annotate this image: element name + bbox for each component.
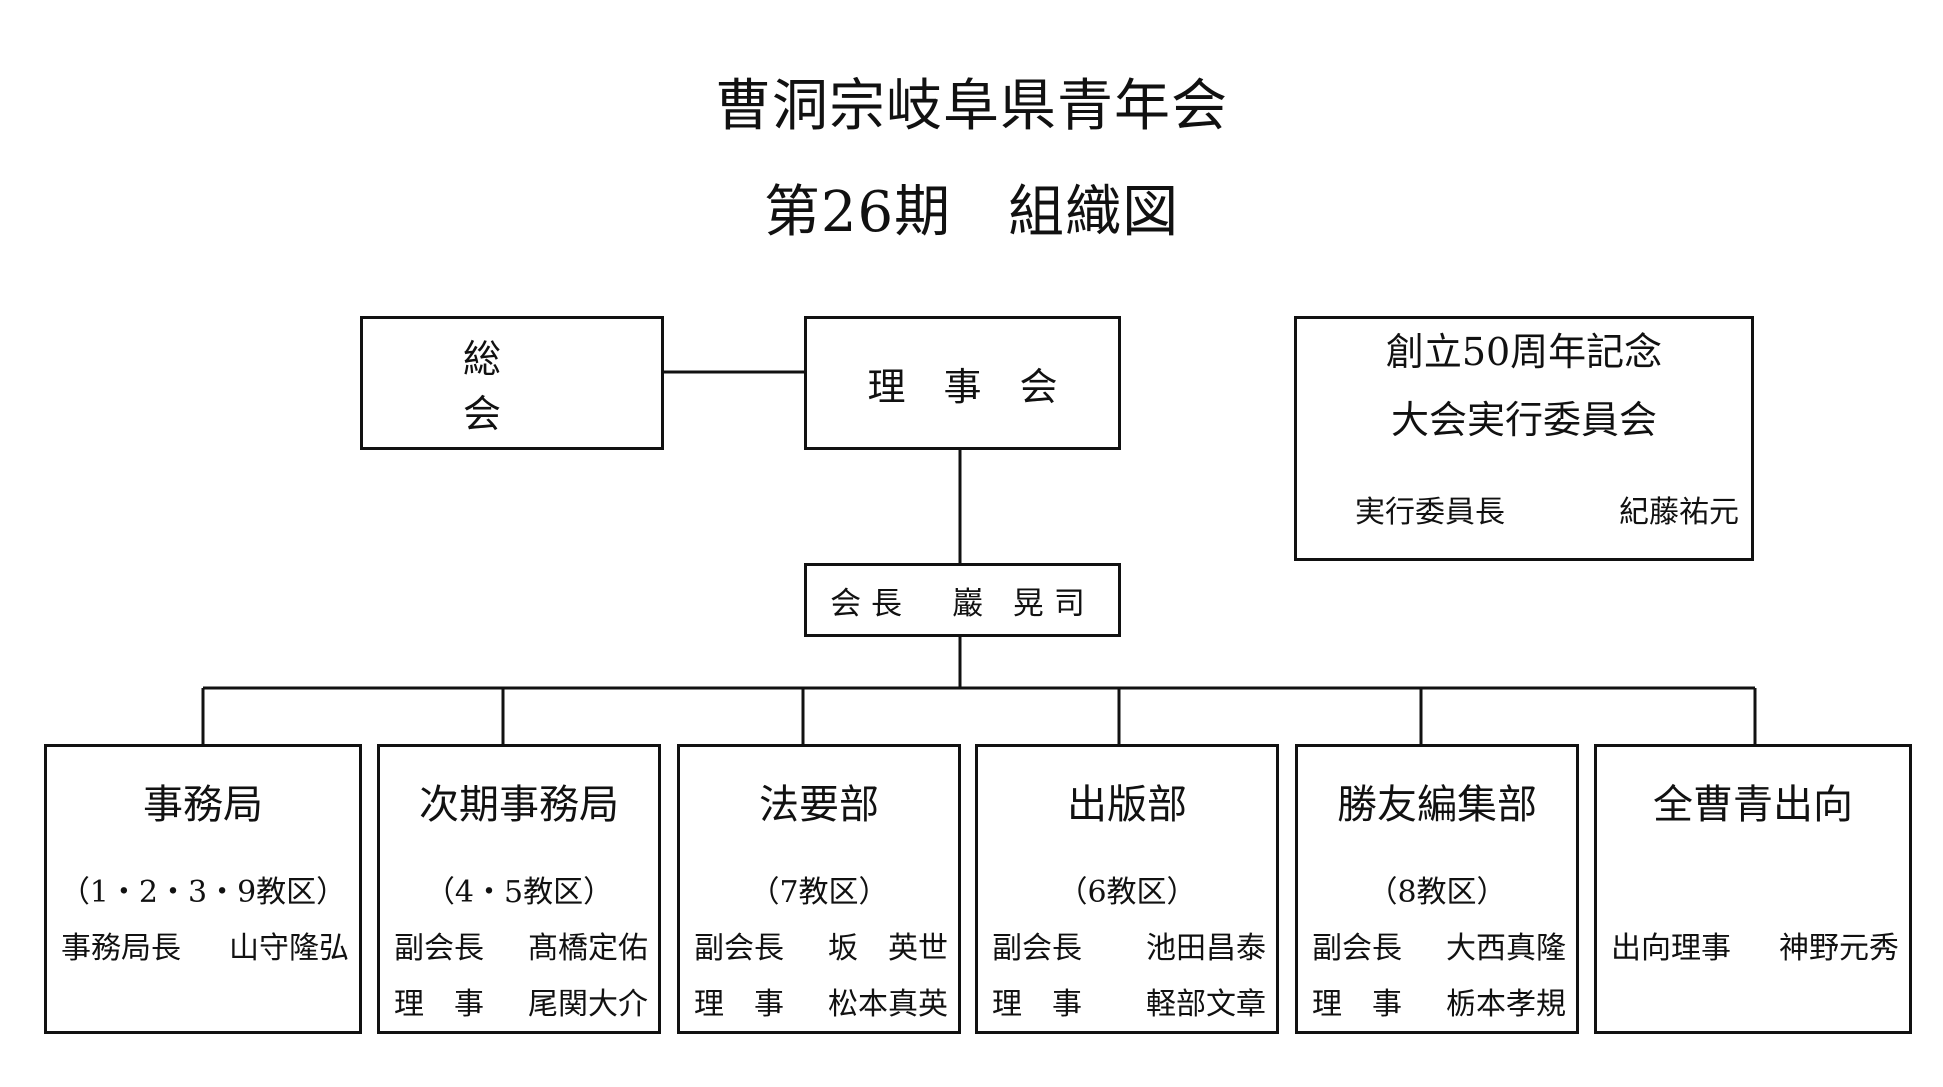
member-role: 副会長 [394,931,484,966]
member-name: 栃本孝規 [1446,987,1566,1022]
member-name: 坂 英世 [828,931,948,966]
anniversary-committee-box: 創立50周年記念 大会実行委員会 実行委員長 紀藤祐元 [1294,316,1754,561]
department-member-row: 理 事 尾関大介 [380,985,658,1025]
department-name: 出版部 [1067,782,1187,828]
department-box: 法要部 （7教区） 副会長 坂 英世 理 事 松本真英 [677,744,961,1034]
department-member-row: 副会長 髙橋定佑 [380,929,658,969]
member-role: 副会長 [992,931,1082,966]
member-role: 理 事 [694,987,784,1022]
member-role: 事務局長 [61,931,181,966]
member-role: 出向理事 [1611,931,1731,966]
page-title: 曹洞宗岐阜県青年会 [715,74,1228,139]
committee-chair-name: 紀藤祐元 [1619,495,1739,530]
department-member-row: 副会長 坂 英世 [680,929,958,969]
member-role: 副会長 [694,931,784,966]
department-box: 全曹青出向 出向理事 神野元秀 [1594,744,1912,1034]
department-districts: （1・2・3・9教区） [59,875,347,910]
department-member-row: 理 事 軽部文章 [978,985,1276,1025]
department-name: 法要部 [759,782,879,828]
member-name: 神野元秀 [1779,931,1899,966]
department-name: 全曹青出向 [1653,782,1853,828]
department-member-row: 副会長 池田昌泰 [978,929,1276,969]
member-name: 大西真隆 [1446,931,1566,966]
department-box: 次期事務局 （4・5教区） 副会長 髙橋定佑 理 事 尾関大介 [377,744,661,1034]
member-name: 池田昌泰 [1146,931,1266,966]
department-name: 次期事務局 [419,782,619,828]
department-box: 勝友編集部 （8教区） 副会長 大西真隆 理 事 栃本孝規 [1295,744,1579,1034]
department-member-row: 出向理事 神野元秀 [1597,929,1909,969]
member-name: 山守隆弘 [229,931,349,966]
member-name: 髙橋定佑 [528,931,648,966]
committee-title-line1: 創立50周年記念 [1385,330,1663,374]
member-name: 尾関大介 [528,987,648,1022]
department-districts: （4・5教区） [424,875,614,910]
member-role: 副会長 [1312,931,1402,966]
board-box: 理事会 [804,316,1121,450]
president-name: 巖 晃司 [952,585,1095,622]
general-assembly-label: 総会 [463,337,602,436]
member-role: 理 事 [394,987,484,1022]
committee-title-line2: 大会実行委員会 [1390,398,1657,442]
department-box: 事務局 （1・2・3・9教区） 事務局長 山守隆弘 [44,744,362,1034]
department-name: 事務局 [143,782,263,828]
department-box: 出版部 （6教区） 副会長 池田昌泰 理 事 軽部文章 [975,744,1279,1034]
member-name: 松本真英 [828,987,948,1022]
page-subtitle: 第26期 組織図 [763,180,1180,245]
department-member-row: 副会長 大西真隆 [1298,929,1576,969]
president-box: 会長 巖 晃司 [804,563,1121,637]
department-districts: （6教区） [1057,875,1197,910]
committee-chair-role: 実行委員長 [1355,495,1505,530]
member-name: 軽部文章 [1146,987,1266,1022]
member-role: 理 事 [992,987,1082,1022]
department-name: 勝友編集部 [1337,782,1537,828]
board-label: 理事会 [867,364,1096,409]
department-member-row: 理 事 栃本孝規 [1298,985,1576,1025]
department-member-row: 理 事 松本真英 [680,985,958,1025]
member-role: 理 事 [1312,987,1402,1022]
department-districts: （7教区） [749,875,889,910]
department-member-row: 事務局長 山守隆弘 [47,929,359,969]
president-role: 会長 [830,585,913,622]
department-districts: （8教区） [1367,875,1507,910]
general-assembly-box: 総会 [360,316,664,450]
